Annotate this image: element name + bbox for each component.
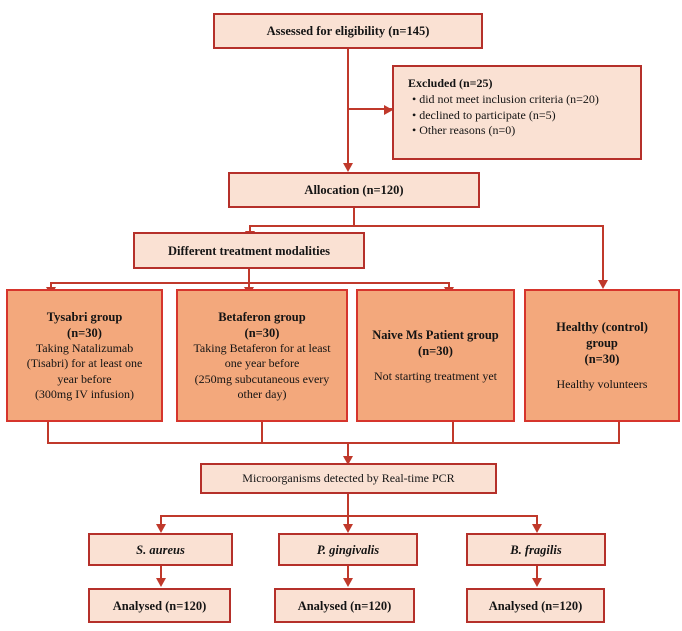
node-analysed-b-fragilis: Analysed (n=120) — [466, 588, 605, 623]
connector-pcr-to-organism-2 — [347, 515, 349, 527]
group-2-count: (n=30) — [244, 325, 280, 340]
connector-modalities-to-group-2 — [248, 282, 250, 290]
group-1-line-1: Taking Natalizumab — [35, 340, 134, 355]
node-assessed-label: Assessed for eligibility (n=145) — [266, 24, 430, 38]
excluded-content: Excluded (n=25) • did not meet inclusion… — [394, 76, 640, 138]
arrow-organism-3-to-analysed — [532, 578, 542, 587]
group-2-line-3: (250mg subcutaneous every — [194, 371, 330, 386]
connector-modalities-to-group-3 — [448, 282, 450, 290]
connector-group-4-down — [618, 422, 620, 443]
organism-2-label: P. gingivalis — [316, 542, 380, 557]
group-2-line-4: other day) — [237, 386, 287, 401]
group-3-name: Naive Ms Patient group — [372, 327, 499, 342]
organism-3-label: B. fragilis — [510, 542, 562, 557]
group-4-name2: group — [586, 335, 618, 350]
node-different-treatment-modalities: Different treatment modalities — [133, 232, 365, 269]
connector-organism-3-to-analysed — [536, 566, 538, 581]
node-excluded: Excluded (n=25) • did not meet inclusion… — [392, 65, 642, 160]
connector-pcr-to-organism-3 — [536, 515, 538, 527]
analysed-2-label: Analysed (n=120) — [297, 598, 392, 613]
connector-assessed-to-allocation — [347, 49, 349, 165]
group-1-line-3: year before — [57, 371, 112, 386]
connector-allocation-stem — [353, 208, 355, 226]
connector-group-1-down — [47, 422, 49, 443]
node-allocation-label: Allocation (n=120) — [304, 183, 404, 197]
node-analysed-p-gingivalis: Analysed (n=120) — [274, 588, 415, 623]
node-microorganisms-pcr: Microorganisms detected by Real-time PCR — [200, 463, 497, 494]
connector-organism-2-to-analysed — [347, 566, 349, 581]
arrow-organism-2-to-analysed — [343, 578, 353, 587]
connector-group-3-down — [452, 422, 454, 443]
connector-groups-bus — [47, 442, 620, 444]
arrow-allocation-to-healthy-group — [598, 280, 608, 289]
group-2-name: Betaferon group — [218, 309, 306, 324]
arrow-pcr-to-organism-2 — [343, 524, 353, 533]
analysed-3-label: Analysed (n=120) — [488, 598, 583, 613]
connector-allocation-to-modalities — [249, 225, 251, 234]
group-1-name: Tysabri group — [46, 309, 123, 324]
connector-group-2-down — [261, 422, 263, 443]
node-group-naive-ms: Naive Ms Patient group (n=30) Not starti… — [356, 289, 515, 422]
connector-pcr-stem — [347, 494, 349, 516]
group-1-count: (n=30) — [67, 325, 102, 340]
group-2-line-2: one year before — [224, 356, 300, 371]
connector-modalities-to-group-1 — [50, 282, 52, 290]
analysed-1-label: Analysed (n=120) — [112, 598, 207, 613]
group-4-name: Healthy (control) — [556, 319, 648, 334]
group-4-line-1: Healthy volunteers — [556, 376, 648, 391]
arrow-groups-to-pcr — [343, 456, 353, 465]
excluded-bullet-1: • did not meet inclusion criteria (n=20) — [412, 92, 599, 107]
node-assessed-for-eligibility: Assessed for eligibility (n=145) — [213, 13, 483, 49]
connector-allocation-to-healthy-group — [602, 225, 604, 283]
node-allocation: Allocation (n=120) — [228, 172, 480, 208]
arrow-pcr-to-organism-1 — [156, 524, 166, 533]
connector-assessed-to-excluded — [349, 108, 393, 110]
excluded-bullet-2: • declined to participate (n=5) — [412, 107, 556, 122]
node-organism-b-fragilis: B. fragilis — [466, 533, 606, 566]
connector-modalities-stem — [248, 269, 250, 283]
node-pcr-label: Microorganisms detected by Real-time PCR — [242, 470, 455, 485]
group-3-line-1: Not starting treatment yet — [374, 368, 497, 383]
node-modalities-label: Different treatment modalities — [168, 243, 330, 258]
arrow-assessed-to-allocation — [343, 163, 353, 172]
node-organism-s-aureus: S. aureus — [88, 533, 233, 566]
node-group-tysabri: Tysabri group (n=30) Taking Natalizumab … — [6, 289, 163, 422]
node-group-betaferon: Betaferon group (n=30) Taking Betaferon … — [176, 289, 348, 422]
connector-groups-to-pcr — [347, 442, 349, 459]
connector-pcr-to-organism-1 — [160, 515, 162, 527]
excluded-bullet-3: • Other reasons (n=0) — [412, 123, 516, 138]
connector-allocation-bus — [249, 225, 604, 227]
arrow-pcr-to-organism-3 — [532, 524, 542, 533]
excluded-heading: Excluded (n=25) — [408, 76, 493, 90]
group-4-count: (n=30) — [584, 351, 620, 366]
group-1-line-4: (300mg IV infusion) — [34, 386, 135, 401]
node-analysed-s-aureus: Analysed (n=120) — [88, 588, 231, 623]
group-2-line-1: Taking Betaferon for at least — [193, 340, 331, 355]
organism-1-label: S. aureus — [136, 542, 185, 557]
arrow-organism-1-to-analysed — [156, 578, 166, 587]
arrow-assessed-to-excluded — [384, 105, 393, 115]
group-1-line-2: (Tisabri) for at least one — [26, 356, 143, 371]
group-3-count: (n=30) — [418, 343, 453, 358]
connector-organism-1-to-analysed — [160, 566, 162, 581]
node-group-healthy-control: Healthy (control) group (n=30) Healthy v… — [524, 289, 680, 422]
node-organism-p-gingivalis: P. gingivalis — [278, 533, 418, 566]
